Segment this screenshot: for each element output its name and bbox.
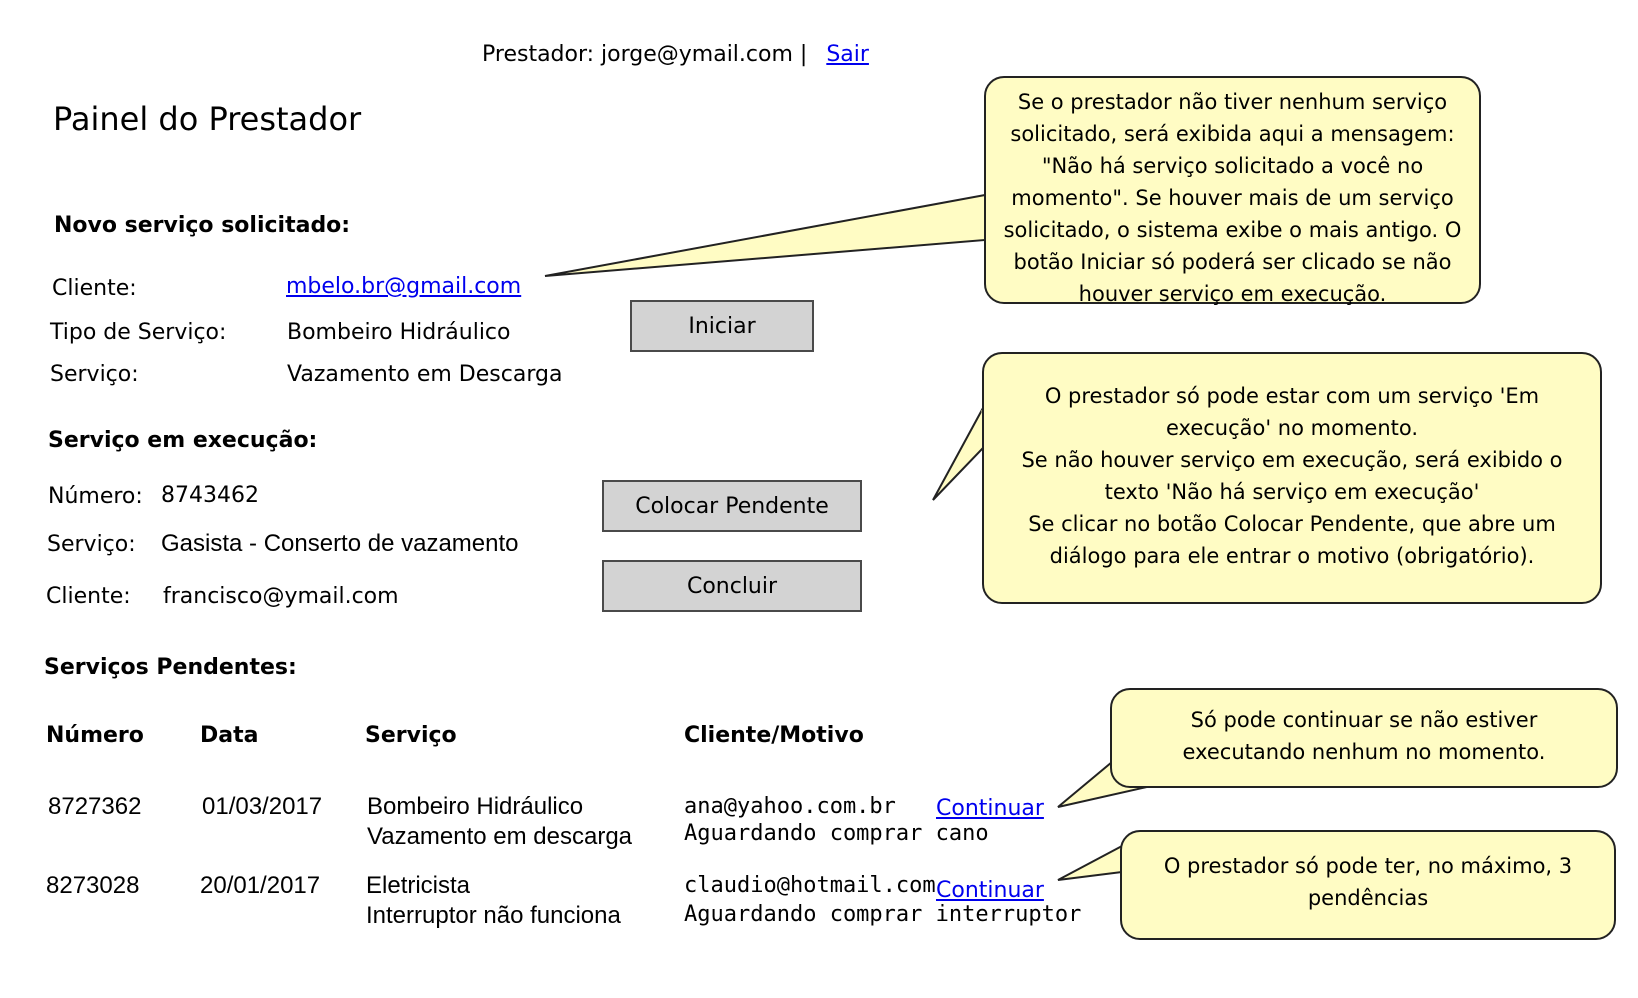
note-continue: Só pode continuar se não estiver executa…: [1110, 688, 1618, 788]
row-date: 20/01/2017: [200, 872, 321, 899]
finish-button[interactable]: Concluir: [602, 560, 862, 612]
note2-line3: Se clicar no botão Colocar Pendente, que…: [1028, 512, 1556, 568]
row-service-type: Bombeiro Hidráulico: [367, 793, 584, 820]
continue-link[interactable]: Continuar: [936, 796, 1044, 821]
new-service-label: Serviço:: [50, 362, 139, 387]
row-service-desc: Interruptor não funciona: [366, 902, 621, 929]
user-info: Prestador: jorge@ymail.com | Sair: [482, 42, 869, 67]
row-date: 01/03/2017: [202, 793, 323, 820]
note-running-service: O prestador só pode estar com um serviço…: [982, 352, 1602, 604]
new-type-label: Tipo de Serviço:: [50, 320, 227, 345]
running-service-heading: Serviço em execução:: [48, 428, 318, 453]
running-number-label: Número:: [48, 484, 143, 509]
new-service-heading: Novo serviço solicitado:: [54, 213, 351, 238]
pending-heading: Serviços Pendentes:: [44, 655, 297, 680]
column-service: Serviço: [365, 723, 457, 748]
row-reason: Aguardando comprar cano: [684, 821, 989, 846]
user-email-text: Prestador: jorge@ymail.com |: [482, 42, 808, 67]
running-number-value: 8743462: [161, 483, 259, 508]
note2-tail: [932, 407, 984, 501]
running-service-label: Serviço:: [47, 532, 136, 557]
running-service-value: Gasista - Conserto de vazamento: [161, 530, 519, 557]
new-client-label: Cliente:: [52, 276, 137, 301]
new-service-value: Vazamento em Descarga: [287, 362, 563, 387]
note4-tail: [1057, 844, 1123, 881]
note-max-pending: O prestador só pode ter, no máximo, 3 pe…: [1120, 830, 1616, 940]
logout-link[interactable]: Sair: [826, 42, 869, 67]
column-client-reason: Cliente/Motivo: [684, 723, 864, 748]
row-service-desc: Vazamento em descarga: [367, 823, 633, 850]
note-new-service: Se o prestador não tiver nenhum serviço …: [984, 76, 1481, 306]
running-client-label: Cliente:: [46, 584, 131, 609]
page-title: Painel do Prestador: [53, 100, 362, 138]
column-date: Data: [200, 723, 259, 748]
row-service-type: Eletricista: [366, 872, 471, 899]
row-client: claudio@hotmail.com: [684, 873, 936, 898]
start-button[interactable]: Iniciar: [630, 300, 814, 352]
row-number: 8273028: [46, 872, 140, 899]
row-client: ana@yahoo.com.br: [684, 794, 896, 819]
new-type-value: Bombeiro Hidráulico: [287, 320, 511, 345]
row-reason: Aguardando comprar interruptor: [684, 902, 1082, 927]
row-number: 8727362: [48, 793, 142, 820]
continue-link[interactable]: Continuar: [936, 878, 1044, 903]
running-client-value: francisco@ymail.com: [163, 584, 399, 609]
new-client-link[interactable]: mbelo.br@gmail.com: [286, 274, 522, 299]
pending-button[interactable]: Colocar Pendente: [602, 480, 862, 532]
note2-line2: Se não houver serviço em execução, será …: [1021, 448, 1563, 504]
column-number: Número: [46, 723, 144, 748]
note1-tail: [544, 193, 986, 277]
note2-line1: O prestador só pode estar com um serviço…: [1044, 384, 1540, 440]
